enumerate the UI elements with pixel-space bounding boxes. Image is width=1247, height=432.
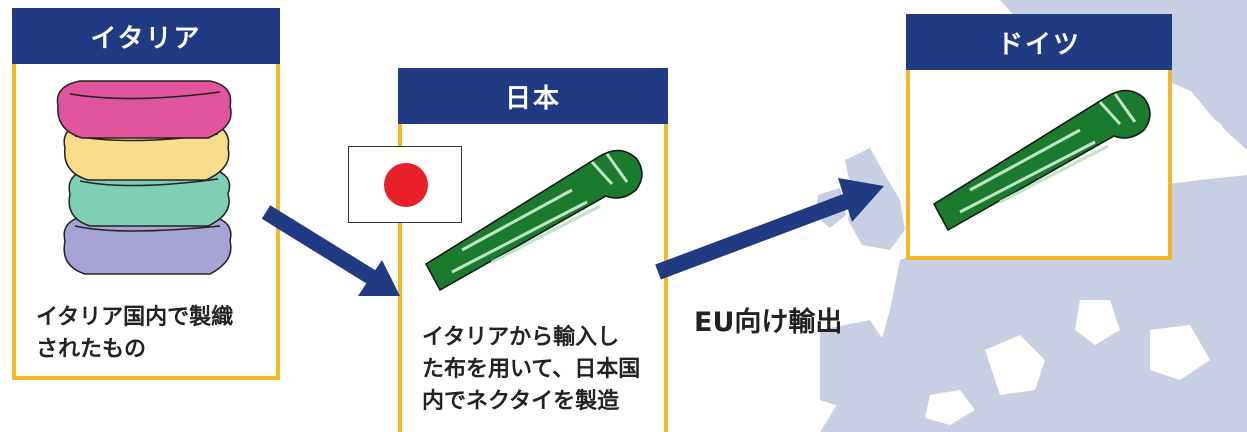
arrow-italy-to-japan xyxy=(261,205,400,296)
green-striped-necktie-illustration xyxy=(933,89,1151,232)
folded-fabrics-illustration xyxy=(56,80,232,275)
germany-panel-title: ドイツ xyxy=(906,14,1172,70)
germany-panel-body xyxy=(906,70,1172,260)
arrow-japan-to-germany xyxy=(655,178,884,280)
export-label: EU向け輸出 xyxy=(694,307,843,338)
italy-panel-body: イタリア国内で製織 されたもの xyxy=(12,64,280,380)
japan-caption: イタリアから輸入し た布を用いて、日本国 内でネクタイを製造 xyxy=(422,325,641,414)
japan-panel: 日本 イタリアから輸入し た布を用いて、日本国 内でネクタイを製造 xyxy=(398,68,668,432)
japan-flag-icon xyxy=(348,146,462,223)
italy-panel-title: イタリア xyxy=(12,8,280,64)
flag-sun xyxy=(384,163,428,207)
green-striped-necktie-illustration xyxy=(425,149,643,292)
germany-panel: ドイツ xyxy=(906,14,1172,260)
italy-caption: イタリア国内で製織 されたもの xyxy=(36,305,234,362)
japan-panel-body: イタリアから輸入し た布を用いて、日本国 内でネクタイを製造 xyxy=(398,124,668,432)
japan-panel-title: 日本 xyxy=(398,68,668,124)
italy-panel: イタリア イタリア国内で製織 されたもの xyxy=(12,8,280,380)
